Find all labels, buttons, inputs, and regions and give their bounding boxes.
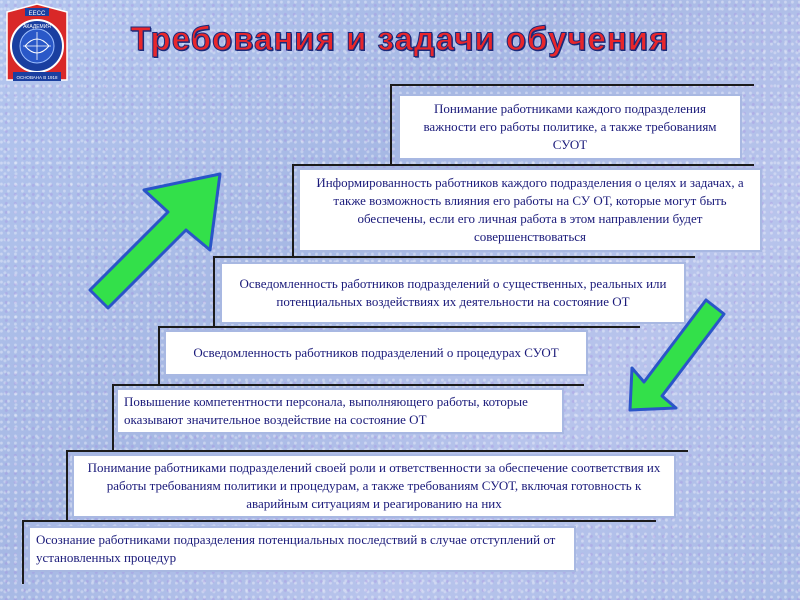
stair-step-1 (390, 84, 754, 166)
page-title: Требования и задачи обучения (130, 20, 670, 58)
stair-step-2 (292, 164, 754, 258)
stair-step-7 (22, 520, 656, 584)
emblem-bottom-text: ОСНОВАНА В 1918 (16, 75, 58, 80)
emblem-top-text: ЕЕСС (29, 11, 46, 17)
step-box-3: Осведомленность работников подразделений… (220, 262, 686, 324)
step-box-4: Осведомленность работников подразделений… (164, 330, 588, 376)
step-box-7: Осознание работниками подразделения поте… (28, 526, 576, 572)
step-text-1: Понимание работниками каждого подразделе… (423, 101, 717, 152)
arrow-down-left-icon (628, 298, 726, 412)
step-box-2: Информированность работников каждого под… (298, 168, 762, 252)
step-text-5: Повышение компетентности персонала, выпо… (124, 394, 528, 427)
stair-step-4 (158, 326, 640, 386)
step-text-7: Осознание работниками подразделения поте… (36, 532, 556, 565)
academy-emblem-logo: ЕЕСС АКАДЕМИЯ ОСНОВАНА В 1918 (6, 3, 68, 81)
step-text-3: Осведомленность работников подразделений… (239, 276, 667, 309)
step-text-6: Понимание работниками подразделений свое… (87, 460, 661, 511)
stair-step-5 (112, 384, 584, 452)
step-text-4: Осведомленность работников подразделений… (193, 345, 559, 360)
step-box-6: Понимание работниками подразделений свое… (72, 454, 676, 518)
arrow-up-right-icon (88, 172, 222, 310)
stair-step-3 (213, 256, 695, 328)
emblem-mid-text: АКАДЕМИЯ (23, 24, 51, 30)
step-box-1: Понимание работниками каждого подразделе… (398, 94, 742, 160)
step-text-2: Информированность работников каждого под… (316, 175, 744, 244)
stair-step-6 (66, 450, 688, 522)
step-box-5: Повышение компетентности персонала, выпо… (116, 388, 564, 434)
